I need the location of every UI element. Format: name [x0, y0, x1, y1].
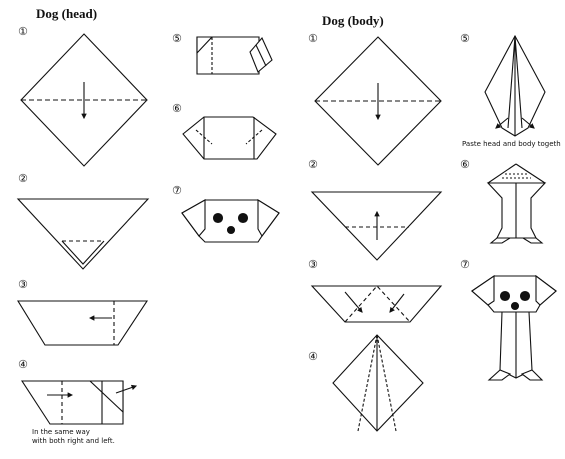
- head-step-5-diagram: [197, 37, 272, 74]
- head-step-5-number: ⑤: [172, 32, 182, 45]
- head-step-7-number: ⑦: [172, 184, 182, 197]
- body-step-7-diagram: [472, 276, 556, 380]
- body-note-line-1: Paste head and body togeth: [462, 140, 561, 148]
- head-note-line-2: with both right and left.: [32, 437, 115, 445]
- body-step-5-diagram: [485, 36, 545, 136]
- body-step-6-number: ⑥: [460, 158, 470, 171]
- head-left-eye: [214, 214, 223, 223]
- body-step-5-number: ⑤: [460, 32, 470, 45]
- head-step-1-diagram: [21, 34, 147, 166]
- head-nose: [228, 227, 235, 234]
- head-step-3-number: ③: [18, 278, 28, 291]
- body-step-3-diagram: [312, 286, 441, 322]
- body-step-3-number: ③: [308, 258, 318, 271]
- body-step-4-number: ④: [308, 350, 318, 363]
- body-step-1-diagram: [315, 37, 441, 165]
- head-step-1-number: ①: [18, 25, 28, 38]
- head-right-eye: [239, 214, 248, 223]
- body-step-7-number: ⑦: [460, 258, 470, 271]
- body-step-5-note: Paste head and body togeth: [462, 140, 561, 149]
- head-section-title: Dog (head): [36, 6, 98, 21]
- head-step-6-diagram: [183, 117, 276, 159]
- head-step-2-diagram: [18, 199, 148, 269]
- head-note-line-1: In the same way: [32, 428, 90, 436]
- head-step-3-diagram: [18, 301, 147, 345]
- body-nose: [512, 303, 519, 310]
- head-step-4-note: In the same way with both right and left…: [32, 428, 115, 446]
- body-step-6-diagram: [488, 164, 545, 243]
- body-step-1-number: ①: [308, 32, 318, 45]
- head-step-2-number: ②: [18, 172, 28, 185]
- head-step-4-diagram: [22, 381, 138, 424]
- body-step-4-diagram: [333, 335, 423, 431]
- body-step-2-number: ②: [308, 158, 318, 171]
- body-right-eye: [521, 292, 530, 301]
- body-step-2-diagram: [312, 192, 441, 260]
- body-section-title: Dog (body): [322, 13, 384, 28]
- body-left-eye: [501, 292, 510, 301]
- head-step-7-diagram: [182, 200, 279, 242]
- head-step-4-number: ④: [18, 358, 28, 371]
- head-step-6-number: ⑥: [172, 102, 182, 115]
